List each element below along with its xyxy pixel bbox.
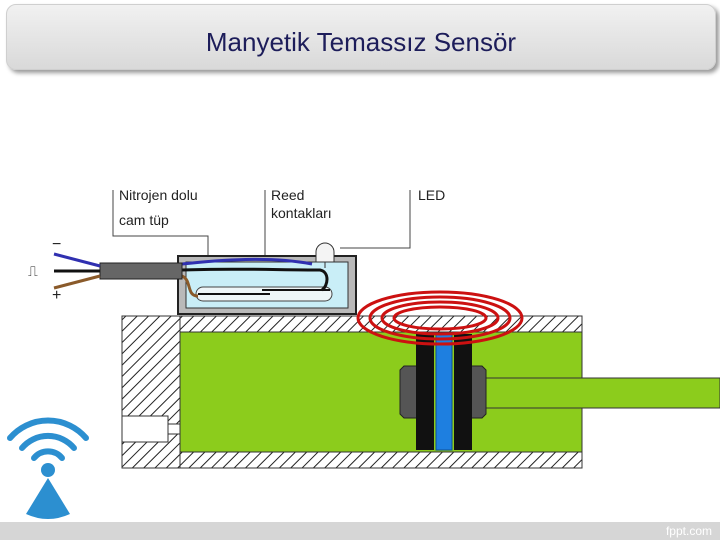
plus-symbol: + (52, 287, 62, 304)
label-led: LED (418, 187, 446, 203)
internal-wire-brown (181, 274, 199, 298)
piston-seal-left (399, 365, 419, 419)
signal-logo-tower (26, 478, 70, 519)
leader-led (340, 190, 411, 249)
air-port (121, 415, 169, 443)
minus-symbol: − (52, 236, 62, 253)
brand-watermark: fppt.com (665, 524, 712, 538)
piston-body-right (454, 334, 472, 450)
cylinder-bottom-wall (121, 451, 583, 469)
cable-wire-blue (53, 252, 101, 268)
page-title: Manyetik Temassız Sensör (205, 27, 517, 57)
signal-logo-dot (41, 463, 55, 477)
internal-wire-blue (181, 257, 313, 266)
label-glass-tube: cam tüp (119, 212, 169, 228)
piston-rod (483, 377, 720, 409)
cylinder-end-cap (121, 315, 181, 469)
title-bar: Manyetik Temassız Sensör (6, 4, 716, 70)
permanent-magnet (435, 333, 453, 451)
sensor-cable (99, 262, 183, 280)
piston-seal-right (469, 365, 487, 419)
internal-wire-black (181, 267, 329, 292)
led-icon (315, 242, 335, 263)
signal-logo-icon (7, 417, 89, 461)
air-port-nozzle (167, 423, 181, 435)
leader-glass-tube (112, 190, 209, 262)
label-reed-1: Reed (271, 187, 305, 203)
cable-wire-brown (53, 274, 101, 290)
pulse-symbol: ⎍ (28, 263, 38, 279)
piston-body-left (416, 334, 434, 450)
label-nitrogen: Nitrojen dolu (119, 187, 198, 203)
label-reed-2: kontakları (271, 205, 332, 221)
magnetic-field (356, 290, 524, 346)
footer-bar (0, 522, 720, 540)
